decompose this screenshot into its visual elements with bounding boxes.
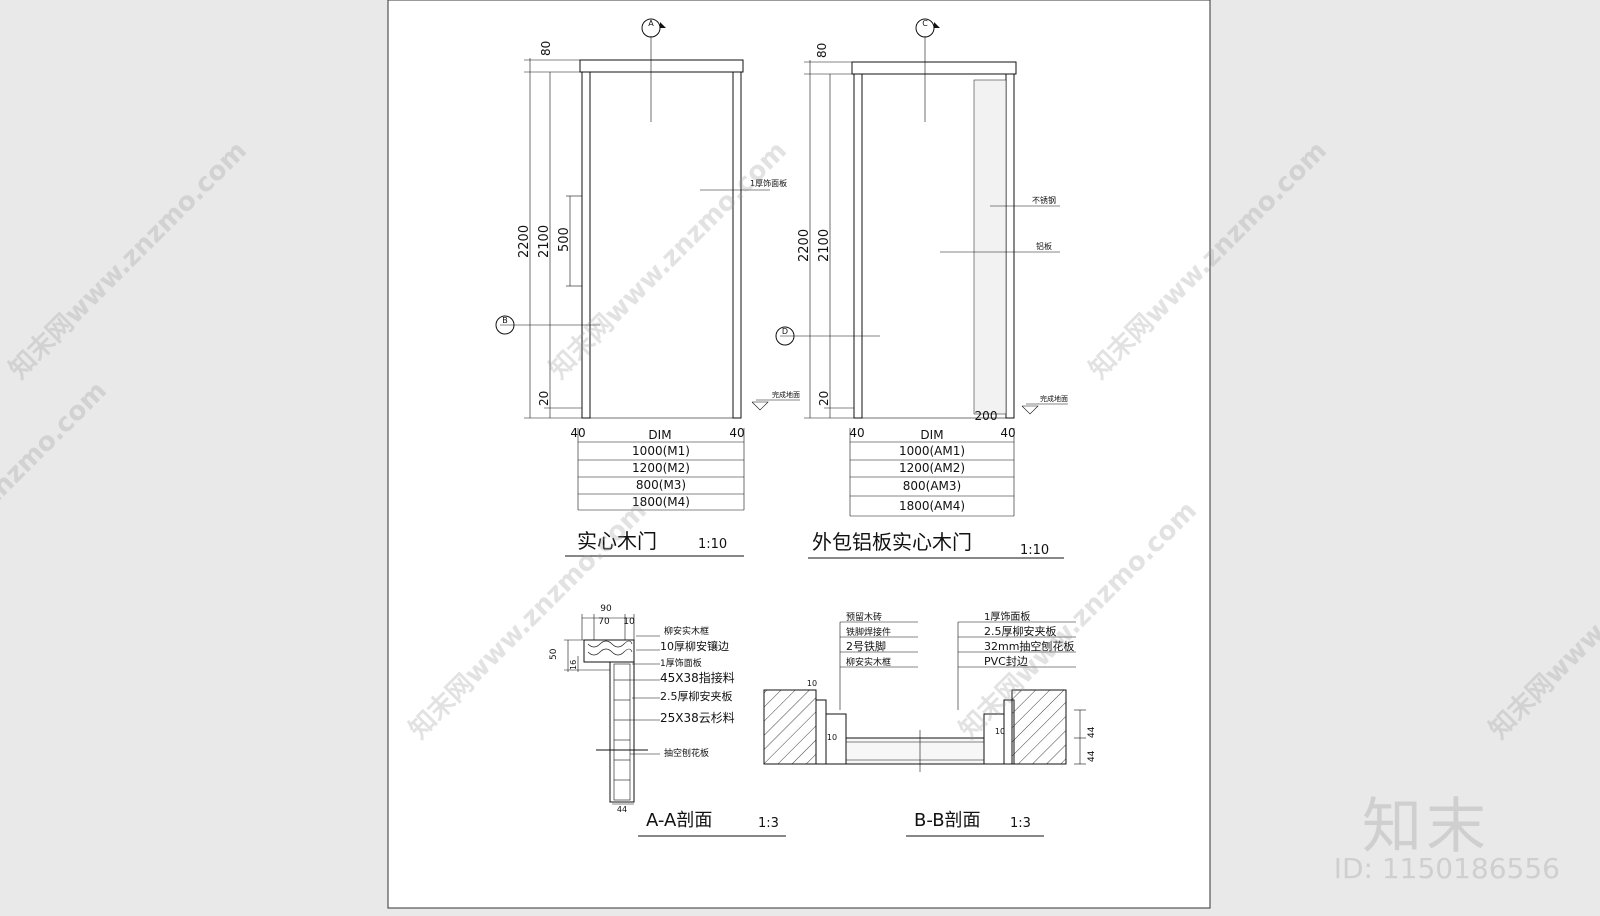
section-b-label-left-2: 铁脚焊接件 (846, 626, 891, 638)
door2-scale: 1:10 (1020, 543, 1049, 558)
door2-width-am4: 1800(AM4) (899, 499, 965, 513)
section-b-scale: 1:3 (1010, 816, 1031, 831)
door1-mark-b: B (502, 316, 508, 325)
section-a-drawing (564, 614, 786, 837)
section-b-label-left-1: 预留木砖 (846, 611, 882, 623)
section-b-dim-right-3: 10 (995, 727, 1005, 736)
door2-width-am1: 1000(AM1) (899, 444, 965, 458)
section-a-label-4: 45X38指接料 (660, 670, 735, 685)
door1-dim-80: 80 (539, 41, 553, 56)
section-a-label-3: 1厚饰面板 (660, 657, 702, 669)
door2-elevation (775, 18, 1068, 559)
door1-dim-2100: 2100 (537, 225, 552, 258)
section-b-label-left-4: 柳安实木框 (846, 656, 891, 668)
section-b-dim-right-1: 44 (1087, 726, 1097, 738)
section-a-label-5: 2.5厚柳安夹板 (660, 689, 733, 703)
door1-elevation (495, 18, 800, 557)
door1-width-m4: 1800(M4) (632, 495, 690, 509)
door2-callout-alu: 铝板 (1036, 241, 1052, 251)
section-a-scale: 1:3 (758, 816, 779, 831)
section-b-label-right-4: PVC封边 (984, 654, 1028, 668)
section-b-dim-left-1: 10 (807, 679, 817, 688)
door2-dim-40-left: 40 (849, 426, 864, 440)
door2-width-am3: 800(AM3) (903, 479, 961, 493)
door1-width-m2: 1200(M2) (632, 461, 690, 475)
section-a-dim-44: 44 (617, 805, 627, 814)
door1-dim-label: DIM (648, 428, 671, 442)
door1-dim-40-right: 40 (729, 426, 744, 440)
section-a-dim-10: 10 (623, 617, 635, 627)
door1-dim-2200: 2200 (517, 225, 532, 258)
door2-dim-2200: 2200 (797, 229, 812, 262)
asset-id: ID: 1150186556 (1333, 852, 1560, 885)
door1-callout-panel: 1厚饰面板 (750, 178, 787, 188)
door1-floor-label: 完成地面 (772, 390, 800, 399)
section-b-dim-left-2: 10 (827, 733, 837, 742)
door2-title: 外包铝板实心木门 (812, 530, 972, 554)
watermark-text: 知末网www.znzmo.com (0, 376, 113, 625)
door2-mark-c: C (922, 19, 928, 28)
door2-dim-40-right: 40 (1000, 426, 1015, 440)
door2-dim-2100: 2100 (817, 229, 832, 262)
section-a-label-2: 10厚柳安镶边 (660, 639, 729, 653)
section-b-dim-right-2: 44 (1087, 750, 1097, 762)
door2-callout-steel: 不锈钢 (1032, 195, 1056, 205)
door1-dim-40-left: 40 (570, 426, 585, 440)
section-a-title: A-A剖面 (646, 810, 712, 831)
section-a-dim-16: 16 (569, 660, 578, 670)
door2-dim-80: 80 (815, 43, 829, 58)
section-a-dim-90: 90 (600, 604, 612, 614)
door1-dim-500: 500 (557, 227, 572, 252)
door2-dim-200: 200 (975, 409, 998, 423)
door1-title: 实心木门 (577, 529, 657, 553)
door2-width-am2: 1200(AM2) (899, 461, 965, 475)
door2-dim-label: DIM (920, 428, 943, 442)
section-b-label-right-1: 1厚饰面板 (984, 610, 1030, 623)
section-b-label-left-3: 2号铁脚 (846, 639, 886, 653)
door1-width-m3: 800(M3) (636, 478, 686, 492)
brand-logo: 知末 (1362, 792, 1490, 862)
watermark-text: 知末网www.znzmo.com (4, 136, 253, 385)
section-a-label-1: 柳安实木框 (664, 625, 709, 637)
door1-dim-20: 20 (537, 391, 551, 406)
watermark-text: 知末网www.znzmo.com (1484, 496, 1600, 745)
door2-floor-label: 完成地面 (1040, 394, 1068, 403)
section-a-label-7: 抽空刨花板 (664, 747, 709, 759)
door1-width-m1: 1000(M1) (632, 444, 690, 458)
section-b-drawing (763, 621, 1086, 837)
door2-dim-20: 20 (817, 391, 831, 406)
section-a-dim-50: 50 (549, 648, 559, 660)
section-b-title: B-B剖面 (914, 810, 981, 831)
section-a-label-6: 25X38云杉料 (660, 711, 735, 725)
door1-mark-a: A (648, 19, 654, 28)
door2-mark-d: D (782, 327, 788, 336)
section-b-label-right-3: 32mm抽空刨花板 (984, 639, 1074, 653)
drawing-sheet (387, 0, 1211, 909)
section-a-dim-70: 70 (598, 617, 610, 627)
section-b-label-right-2: 2.5厚柳安夹板 (984, 624, 1057, 638)
door1-scale: 1:10 (698, 537, 727, 552)
